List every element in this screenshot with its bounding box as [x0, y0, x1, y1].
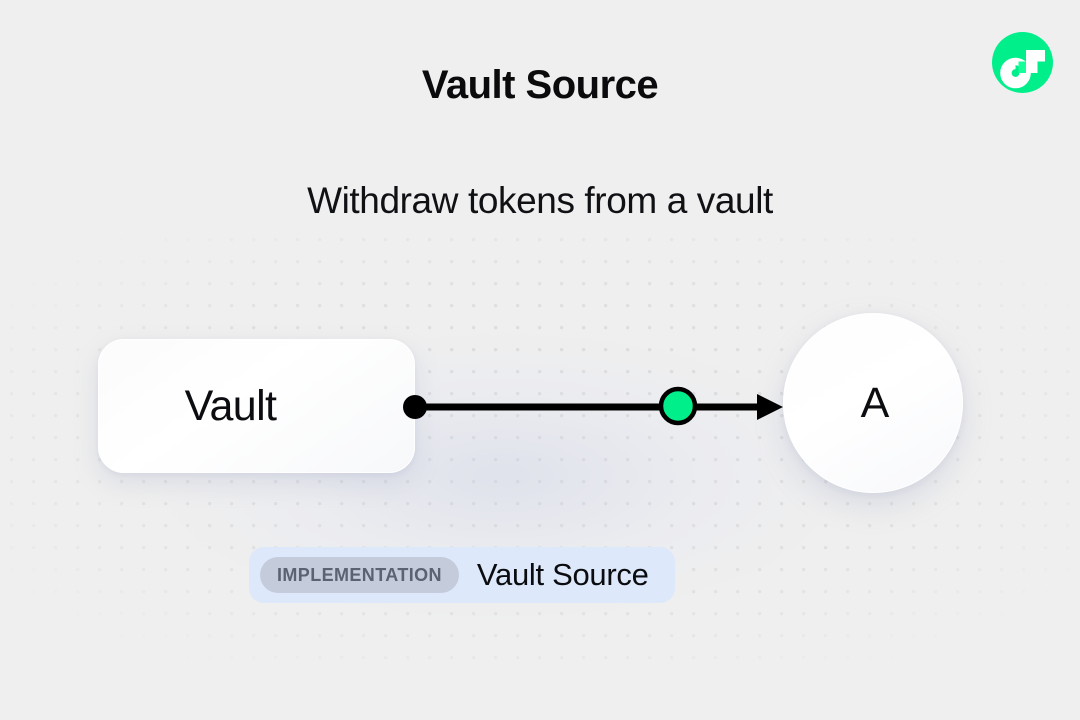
node-a-label: A [860, 378, 890, 427]
implementation-badge[interactable]: IMPLEMENTATION Vault Source [249, 547, 675, 603]
page-title: Vault Source [421, 63, 659, 107]
node-a[interactable]: A [783, 313, 963, 493]
flow-logo-icon [992, 32, 1053, 93]
arrow-head-icon [757, 394, 783, 420]
node-vault[interactable]: Vault [98, 339, 415, 473]
implementation-chip: IMPLEMENTATION [260, 557, 459, 593]
page-subtitle: Withdraw tokens from a vault [307, 180, 773, 221]
node-vault-label: Vault [184, 381, 277, 430]
implementation-name: Vault Source [476, 557, 649, 592]
edge-midpoint-dot [658, 386, 698, 426]
